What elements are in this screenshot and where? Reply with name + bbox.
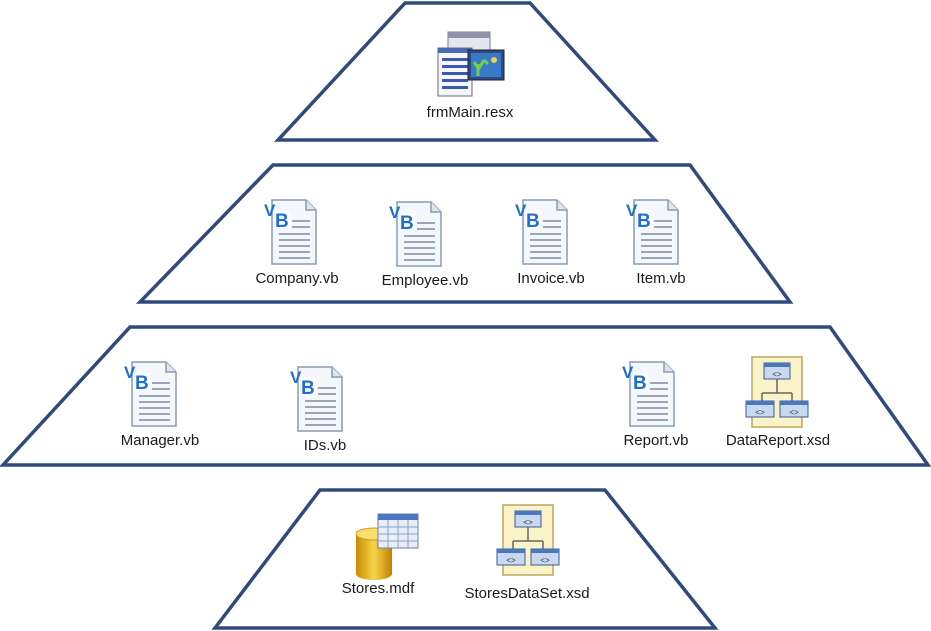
file-item[interactable]: Item.vb	[625, 199, 686, 287]
file-label: Report.vb	[623, 432, 688, 449]
vb-file-icon	[625, 199, 679, 265]
vb-file-icon	[263, 199, 317, 265]
file-item[interactable]: IDs.vb	[289, 366, 347, 454]
file-label: frmMain.resx	[427, 104, 514, 121]
file-label: Invoice.vb	[517, 270, 585, 287]
file-item[interactable]: Employee.vb	[382, 201, 469, 289]
file-label: StoresDataSet.xsd	[464, 585, 589, 602]
file-item[interactable]: DataReport.xsd	[726, 356, 830, 449]
file-item[interactable]: Stores.mdf	[342, 513, 419, 597]
file-item[interactable]: StoresDataSet.xsd	[464, 504, 590, 602]
vb-file-icon	[289, 366, 343, 432]
vb-file-icon	[123, 361, 177, 427]
file-label: Stores.mdf	[342, 580, 415, 597]
file-label: Item.vb	[636, 270, 685, 287]
vb-file-icon	[621, 361, 675, 427]
xsd-dataset-icon	[745, 356, 809, 428]
vb-file-icon	[388, 201, 442, 267]
file-label: Manager.vb	[121, 432, 199, 449]
file-item[interactable]: Company.vb	[255, 199, 339, 287]
layer-3-business-support	[0, 325, 931, 467]
file-label: IDs.vb	[304, 437, 347, 454]
file-item[interactable]: frmMain.resx	[427, 30, 514, 121]
file-item[interactable]: Invoice.vb	[514, 199, 585, 287]
file-label: Company.vb	[255, 270, 338, 287]
file-item[interactable]: Manager.vb	[121, 361, 199, 449]
layer-4-data	[211, 488, 719, 630]
file-item[interactable]: Report.vb	[621, 361, 689, 449]
file-label: Employee.vb	[382, 272, 469, 289]
vb-file-icon	[514, 199, 568, 265]
xsd-dataset-icon	[496, 504, 560, 576]
file-label: DataReport.xsd	[726, 432, 830, 449]
